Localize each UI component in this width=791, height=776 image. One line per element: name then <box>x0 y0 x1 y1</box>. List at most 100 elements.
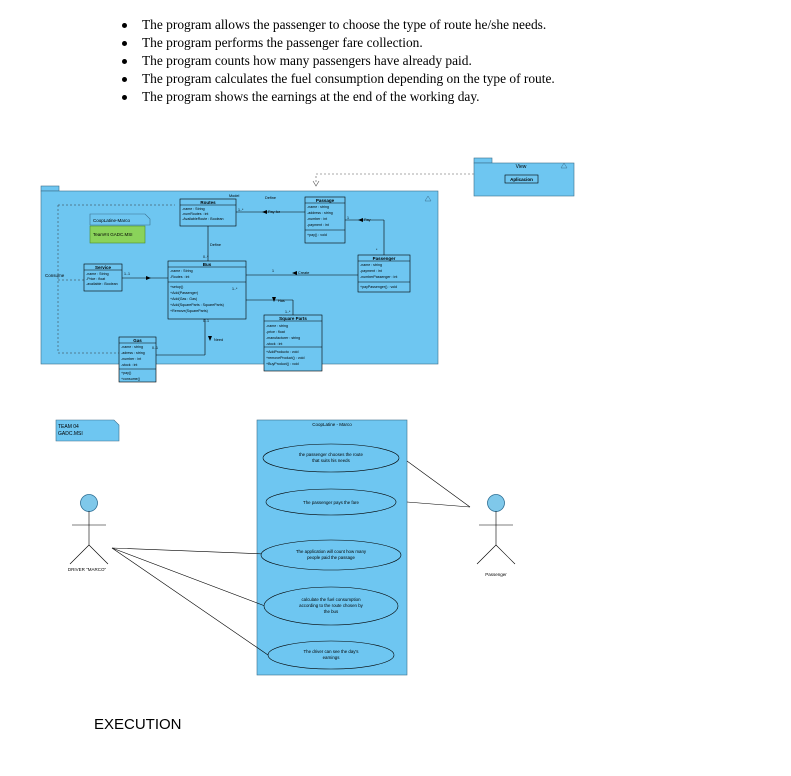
svg-text:CoopLatine-Marco: CoopLatine-Marco <box>93 218 131 223</box>
svg-text:people paid the passage: people paid the passage <box>307 555 355 560</box>
view-package-title: View <box>516 164 527 170</box>
svg-text:The application will count how: The application will count how many <box>296 549 367 554</box>
requirement-item: The program calculates the fuel consumpt… <box>118 70 555 88</box>
svg-text:+BuyProduct() : void: +BuyProduct() : void <box>266 362 299 366</box>
svg-text:-name : string: -name : string <box>360 263 382 267</box>
svg-text:according to the route chosen: according to the route chosen by <box>299 603 364 608</box>
passenger-actor-label: Passenger <box>485 572 507 577</box>
svg-text:*: * <box>376 248 378 252</box>
svg-text:-name : String: -name : String <box>170 269 193 273</box>
svg-text:-stock : int: -stock : int <box>266 342 282 346</box>
svg-text:0..*: 0..* <box>203 255 209 259</box>
svg-text:-price : float: -price : float <box>266 330 285 334</box>
multiplicities: 1..1 0..1 1..* 1 0..* * 1..* 1 0..1 1..* <box>124 208 378 350</box>
svg-text:that suits his needs: that suits his needs <box>312 458 350 463</box>
requirement-item: The program counts how many passengers h… <box>118 52 555 70</box>
svg-text:+setup(): +setup() <box>170 285 183 289</box>
svg-text:Model: Model <box>229 194 239 198</box>
svg-text:-name : String: -name : String <box>182 207 205 211</box>
use-case-fuel-consumption: calculate the fuel consumption according… <box>263 586 399 626</box>
requirements-list: The program allows the passenger to choo… <box>118 16 555 106</box>
svg-text:Has: Has <box>278 299 285 303</box>
svg-text:+Add(Gas : Gas): +Add(Gas : Gas) <box>170 297 197 301</box>
svg-text:-payment : int: -payment : int <box>360 269 382 273</box>
svg-text:TEAM 04: TEAM 04 <box>58 424 79 430</box>
svg-text:0..1: 0..1 <box>203 319 209 323</box>
svg-text:Passenger: Passenger <box>373 256 396 261</box>
view-package: View Aplicacion <box>473 157 575 197</box>
team-note: TEAM 04 GADC.MSI <box>55 419 120 442</box>
svg-text:-numberPassenger : int: -numberPassenger : int <box>360 275 397 279</box>
svg-text:+payPassenger() : void: +payPassenger() : void <box>360 285 397 289</box>
requirement-item: The program shows the earnings at the en… <box>118 88 555 106</box>
svg-text:-manufacturer : string: -manufacturer : string <box>266 336 300 340</box>
svg-text:-Routes : int: -Routes : int <box>170 275 189 279</box>
svg-text:-numRoutes : int: -numRoutes : int <box>182 212 208 216</box>
svg-text:-payment : int: -payment : int <box>307 223 329 227</box>
svg-text:-number : int: -number : int <box>121 357 141 361</box>
svg-text:Square Parts: Square Parts <box>279 316 307 321</box>
svg-text:Define: Define <box>265 196 276 200</box>
svg-text:-name : string: -name : string <box>266 324 288 328</box>
class-routes: Routes -name : String -numRoutes : int -… <box>179 198 237 227</box>
driver-actor: DRIVER "MARCO" <box>68 494 109 572</box>
svg-text:Team#4 GADC.MSI: Team#4 GADC.MSI <box>93 232 133 237</box>
svg-text:-adress : string: -adress : string <box>121 351 145 355</box>
svg-text:the bus: the bus <box>324 609 339 614</box>
svg-text:1..*: 1..* <box>238 208 244 212</box>
passenger-head-icon <box>487 494 505 512</box>
dependency-line <box>315 173 474 184</box>
execution-heading: EXECUTION <box>94 716 182 733</box>
svg-text:+Add(SquareParts : SquareParts: +Add(SquareParts : SquareParts) <box>170 303 224 307</box>
svg-text:Routes: Routes <box>200 200 216 205</box>
svg-text:1..1: 1..1 <box>124 272 130 276</box>
use-case-count-passengers: The application will count how many peop… <box>260 539 402 571</box>
svg-text:Need: Need <box>214 338 223 342</box>
svg-text:-name : string: -name : string <box>121 345 143 349</box>
class-passenger: Passenger -name : string -payment : int … <box>357 254 411 293</box>
use-case-earnings: The driver can see the day's earnings <box>267 640 395 670</box>
svg-text:The passenger pays the fare: The passenger pays the fare <box>303 500 359 505</box>
svg-text:the passenger chooses the rout: the passenger chooses the route <box>299 452 364 457</box>
svg-text:-available : Boolean: -available : Boolean <box>86 282 118 286</box>
svg-text:earnings: earnings <box>323 655 341 660</box>
svg-text:-name : String: -name : String <box>86 272 109 276</box>
svg-text:-AvailableRoute : Boolean: -AvailableRoute : Boolean <box>182 217 224 221</box>
svg-text:Service: Service <box>95 265 112 270</box>
svg-text:0..1: 0..1 <box>152 346 158 350</box>
class-square-parts: Square Parts -name : string -price : flo… <box>263 314 323 372</box>
svg-text:1..*: 1..* <box>285 310 291 314</box>
svg-text:-name : string: -name : string <box>307 205 329 209</box>
svg-text:GADC.MSI: GADC.MSI <box>58 431 83 437</box>
svg-text:1: 1 <box>347 216 349 220</box>
svg-text:+removeProduct() : void: +removeProduct() : void <box>266 356 304 360</box>
use-case-choose-route: the passenger chooses the route that sui… <box>262 443 400 473</box>
project-note: CoopLatine-Marco <box>89 213 151 226</box>
svg-text:1..*: 1..* <box>232 287 238 291</box>
association-labels: Model Define Pay for Pay Define Create H… <box>210 194 371 342</box>
aplicacion-class: Aplicacion <box>510 177 533 182</box>
svg-text:+pay(): +pay() <box>121 371 131 375</box>
svg-text:Bus: Bus <box>203 262 212 267</box>
consume-label: Consume <box>45 273 65 278</box>
team-note-green: Team#4 GADC.MSI <box>89 225 146 244</box>
use-case-pay-fare: The passenger pays the fare <box>265 488 397 516</box>
svg-text:+Add(Passenger): +Add(Passenger) <box>170 291 198 295</box>
svg-text:CoopLatine - Marco: CoopLatine - Marco <box>312 422 352 427</box>
class-passage: Passage -name : string -address : string… <box>304 196 346 244</box>
class-gas: Gas -name : string -adress : string -num… <box>118 336 157 383</box>
svg-text:-number : int: -number : int <box>307 217 327 221</box>
svg-text:Pay: Pay <box>364 218 371 222</box>
svg-text:Passage: Passage <box>316 198 335 203</box>
class-bus: Bus -name : String -Routes : int +setup(… <box>167 260 247 320</box>
passenger-actor: Passenger <box>476 494 516 577</box>
svg-text:The driver can see the day's: The driver can see the day's <box>303 649 359 654</box>
svg-text:-Price : float: -Price : float <box>86 277 105 281</box>
svg-text:Gas: Gas <box>133 338 142 343</box>
svg-text:Pay for: Pay for <box>268 210 281 214</box>
svg-text:Create: Create <box>298 271 309 275</box>
svg-text:+AddProducto : void: +AddProducto : void <box>266 350 298 354</box>
svg-text:-address : string: -address : string <box>307 211 333 215</box>
requirement-item: The program performs the passenger fare … <box>118 34 555 52</box>
